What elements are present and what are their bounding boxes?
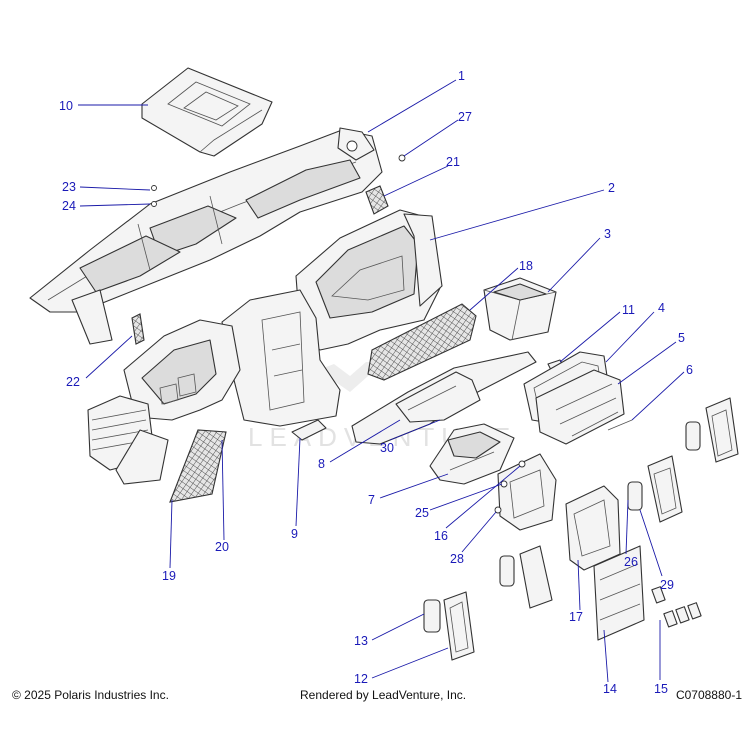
callout-2: 2 (608, 181, 615, 195)
callout-13: 13 (354, 634, 368, 648)
callout-15: 15 (654, 682, 668, 696)
part-switch-blanks-15 (651, 586, 702, 628)
part-mesh-strip-22 (131, 313, 145, 345)
part-main-dash-panel (123, 209, 443, 427)
callout-12: 12 (354, 672, 368, 686)
part-vent-26 (627, 455, 683, 523)
part-top-cover (141, 67, 273, 157)
callout-20: 20 (215, 540, 229, 554)
part-bracket-16 (494, 453, 557, 531)
callout-9: 9 (291, 527, 298, 541)
part-mesh-net-18 (367, 303, 477, 381)
callout-26: 26 (624, 555, 638, 569)
part-center-bezel-17 (565, 485, 645, 641)
part-storage-bin (483, 277, 557, 341)
callout-10: 10 (59, 99, 73, 113)
callout-14: 14 (603, 682, 617, 696)
part-dash-upper-frame (29, 127, 383, 345)
part-screw-6 (607, 419, 633, 431)
callout-21: 21 (446, 155, 460, 169)
callout-29: 29 (660, 578, 674, 592)
callout-25: 25 (415, 506, 429, 520)
callout-27: 27 (458, 110, 472, 124)
copyright-text: © 2025 Polaris Industries Inc. (12, 688, 169, 702)
callout-22: 22 (66, 375, 80, 389)
part-vent-mesh-21 (365, 185, 389, 215)
callout-18: 18 (519, 259, 533, 273)
fastener-27 (398, 154, 406, 162)
callout-24: 24 (62, 199, 76, 213)
callout-5: 5 (678, 331, 685, 345)
callout-16: 16 (434, 529, 448, 543)
part-vent-left-pair (499, 545, 553, 609)
callout-30: 30 (380, 441, 394, 455)
callout-7: 7 (368, 493, 375, 507)
rendered-by-text: Rendered by LeadVenture, Inc. (300, 688, 467, 702)
callout-labels: 1 2 3 4 5 6 7 8 9 10 11 12 13 14 15 16 1… (59, 69, 693, 696)
fastener-24 (151, 201, 157, 207)
part-left-storage-bin (87, 395, 169, 485)
callout-11: 11 (622, 303, 635, 317)
callout-23: 23 (62, 180, 76, 194)
callout-3: 3 (604, 227, 611, 241)
drawing-number: C0708880-1 (675, 688, 742, 702)
callout-4: 4 (658, 301, 665, 315)
part-glove-box-door-5 (535, 369, 625, 445)
part-vent-29 (685, 397, 739, 463)
fastener-23 (151, 185, 157, 191)
callout-19: 19 (162, 569, 176, 583)
part-small-panel-9 (291, 419, 327, 441)
callout-1: 1 (458, 69, 465, 83)
callout-28: 28 (450, 552, 464, 566)
part-cluster-housing-7 (429, 423, 515, 485)
callout-17: 17 (569, 610, 583, 624)
callout-6: 6 (686, 363, 693, 377)
part-vent-12 (423, 591, 475, 661)
leader-lines (78, 79, 685, 683)
callout-8: 8 (318, 457, 325, 471)
part-mesh-net-19 (169, 429, 227, 503)
